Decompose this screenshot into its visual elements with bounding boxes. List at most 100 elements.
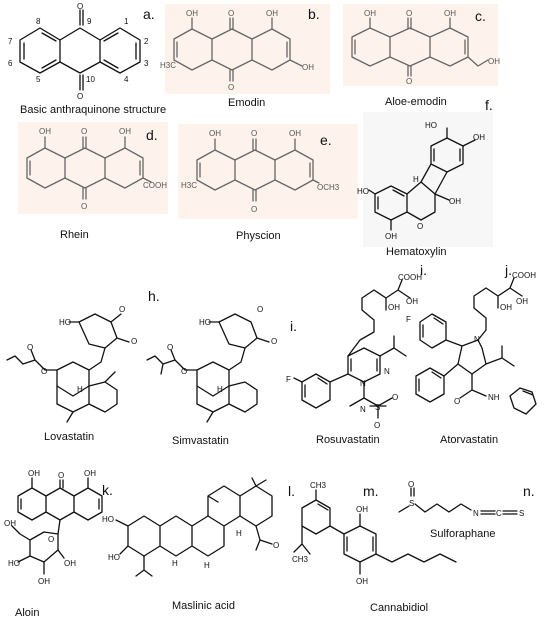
- svg-text:OH: OH: [500, 303, 512, 312]
- svg-text:NH: NH: [488, 393, 500, 402]
- panel-letter-h: i.: [290, 318, 297, 334]
- svg-text:OH: OH: [64, 559, 76, 568]
- structure-physcion: OH O OH O H3C OCH3: [181, 129, 340, 214]
- svg-text:OH: OH: [302, 63, 314, 72]
- svg-text:OH: OH: [364, 9, 376, 18]
- svg-text:O: O: [81, 127, 87, 136]
- svg-text:OH: OH: [39, 127, 51, 136]
- panel-letter-e: e.: [320, 132, 332, 148]
- structure-simvastatin: HO O O O O H: [146, 305, 277, 423]
- compound-name-physcion: Physcion: [236, 230, 281, 242]
- compound-name-atorvastatin: Atorvastatin: [440, 434, 499, 446]
- svg-text:OH: OH: [449, 197, 461, 206]
- position-5: 5: [36, 75, 41, 84]
- compound-name-sulforaphane: Sulforaphane: [430, 528, 496, 540]
- svg-text:O: O: [131, 337, 137, 346]
- svg-text:S: S: [409, 499, 414, 508]
- svg-text:H: H: [204, 561, 210, 570]
- svg-text:OH: OH: [84, 469, 96, 478]
- svg-text:OH: OH: [28, 469, 40, 478]
- svg-text:OH: OH: [356, 505, 368, 514]
- panel-letter-m: m.: [363, 483, 379, 499]
- svg-text:HO: HO: [357, 187, 369, 196]
- panel-letter-j: j.: [505, 262, 512, 278]
- svg-text:O: O: [41, 367, 47, 376]
- svg-text:HO: HO: [108, 553, 120, 562]
- atom-o-bottom: O: [77, 92, 83, 101]
- svg-text:O: O: [228, 9, 234, 18]
- svg-text:O: O: [374, 421, 380, 430]
- structure-anthraquinone: O O 1 2 3 4 5 6 7 8 9 10: [8, 2, 149, 101]
- svg-text:O: O: [417, 222, 423, 231]
- svg-text:HO: HO: [8, 559, 20, 568]
- svg-text:N: N: [360, 405, 366, 414]
- svg-text:C: C: [496, 509, 502, 518]
- svg-text:H: H: [77, 385, 83, 394]
- position-1: 1: [124, 17, 129, 26]
- svg-text:HO: HO: [199, 318, 211, 327]
- svg-text:OCH3: OCH3: [317, 183, 340, 192]
- svg-text:S: S: [519, 509, 524, 518]
- compound-name-maslinic-acid: Maslinic acid: [172, 600, 235, 612]
- structure-rhein: OH O OH O COOH: [26, 127, 167, 211]
- panel-letter-d: d.: [146, 127, 158, 143]
- position-10: 10: [86, 75, 95, 84]
- svg-text:OH: OH: [385, 232, 397, 241]
- compound-name-hematoxylin: Hematoxylin: [386, 246, 447, 258]
- svg-text:O: O: [181, 367, 187, 376]
- structure-sulforaphane: O S N C S: [398, 480, 524, 518]
- compound-name-emodin: Emodin: [228, 97, 266, 109]
- compound-name-rhein: Rhein: [60, 229, 89, 241]
- panel-letter-f: f.: [485, 97, 493, 113]
- svg-text:CH3: CH3: [292, 555, 309, 564]
- svg-text:O: O: [81, 202, 87, 211]
- position-6: 6: [8, 59, 13, 68]
- panel-letter-a: a.: [143, 6, 155, 22]
- atom-o-top: O: [77, 2, 83, 11]
- svg-text:OH: OH: [473, 133, 485, 142]
- svg-text:O: O: [58, 471, 64, 480]
- svg-text:OH: OH: [209, 129, 221, 138]
- svg-text:HO: HO: [102, 515, 114, 524]
- compound-name-rosuvastatin: Rosuvastatin: [316, 434, 380, 446]
- svg-text:OH: OH: [516, 297, 528, 306]
- svg-text:OH: OH: [289, 129, 301, 138]
- position-4: 4: [124, 75, 129, 84]
- svg-text:H: H: [217, 385, 223, 394]
- svg-text:F: F: [286, 375, 291, 384]
- position-2: 2: [144, 37, 149, 46]
- compound-name-anthraquinone: Basic anthraquinone structure: [20, 104, 167, 116]
- svg-text:O: O: [273, 541, 279, 550]
- svg-text:OH: OH: [4, 519, 16, 528]
- svg-text:O: O: [271, 337, 277, 346]
- structure-emodin: OH O OH O H3C OH: [160, 9, 314, 92]
- svg-text:OH: OH: [119, 127, 131, 136]
- structure-atorvastatin: COOH OH OH F N O NH: [406, 271, 537, 415]
- svg-text:OH: OH: [406, 297, 418, 306]
- panel-letter-i: i.: [420, 262, 427, 278]
- svg-text:N: N: [360, 379, 366, 388]
- panel-letter-k: k.: [102, 482, 113, 498]
- svg-text:N: N: [384, 367, 390, 376]
- svg-text:O: O: [48, 535, 54, 544]
- svg-text:H: H: [236, 529, 242, 538]
- svg-text:HO: HO: [425, 121, 437, 130]
- svg-text:OH: OH: [266, 9, 278, 18]
- svg-text:COOH: COOH: [398, 273, 422, 282]
- panel-letter-b: b.: [308, 6, 320, 22]
- svg-text:O: O: [27, 343, 33, 352]
- svg-text:O: O: [406, 77, 412, 86]
- svg-text:OH: OH: [186, 9, 198, 18]
- svg-text:O: O: [251, 205, 257, 214]
- panel-background-physcion: [178, 124, 358, 219]
- compound-name-aloin: Aloin: [15, 607, 40, 619]
- svg-text:O: O: [392, 393, 398, 402]
- structure-rosuvastatin: COOH OH OH F N N N S O O: [286, 273, 422, 430]
- structure-lovastatin: HO O O O O H: [6, 305, 137, 423]
- structure-aloin: OH O OH OH O HO OH OH: [4, 469, 103, 586]
- svg-text:OH: OH: [356, 577, 368, 586]
- svg-text:O: O: [408, 480, 414, 489]
- compound-name-cannabidiol: Cannabidiol: [370, 602, 429, 614]
- structure-cannabidiol: CH3 OH OH CH3: [292, 481, 457, 586]
- svg-text:H3C: H3C: [181, 181, 197, 190]
